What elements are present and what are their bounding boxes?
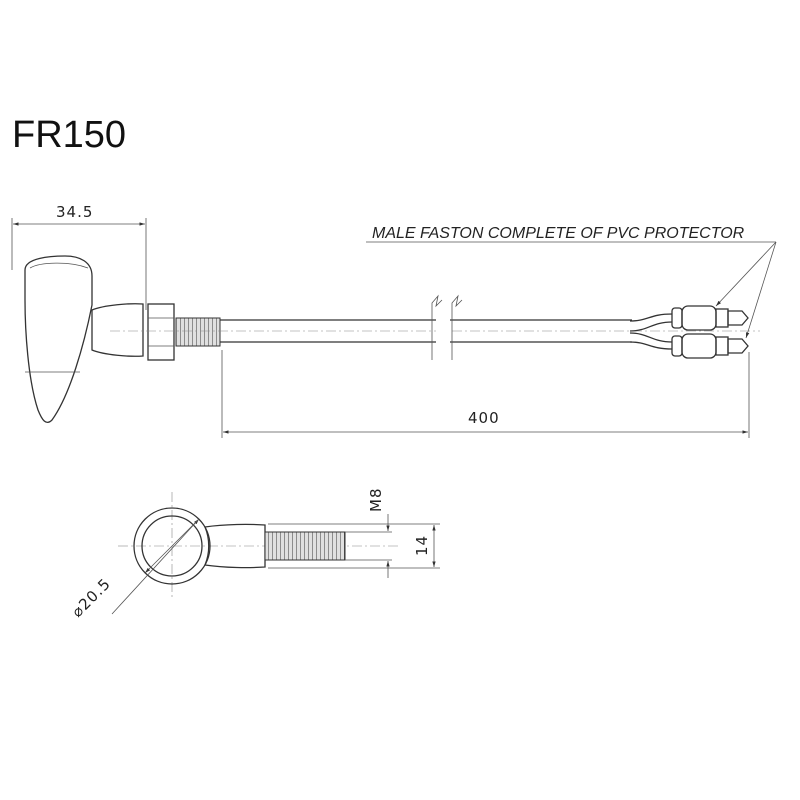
lamp-stem — [91, 303, 144, 357]
dim-thread-label: M8 — [367, 488, 385, 513]
dim-height-label: 14 — [413, 535, 431, 556]
wire-upper-b — [629, 321, 673, 332]
wire-lower — [629, 332, 673, 343]
lamp-thread — [175, 317, 221, 347]
dim-length-label: 400 — [468, 409, 500, 427]
cable-break-right — [451, 294, 463, 360]
lamp-body — [24, 255, 93, 424]
note-leader-1 — [715, 241, 777, 307]
faston-connector-lower — [671, 333, 749, 359]
note-leader-2 — [745, 241, 777, 339]
faston-connector-upper — [671, 305, 749, 331]
lamp-ring-outer — [133, 507, 211, 585]
dim-line-diameter-b — [144, 518, 200, 574]
lamp-lens-edge — [29, 262, 89, 269]
faston-note: MALE FASTON COMPLETE OF PVC PROTECTOR — [372, 225, 745, 242]
dim-line-diameter — [111, 518, 200, 615]
side-thread — [264, 531, 346, 561]
dim-width-label: 34.5 — [56, 203, 93, 221]
wire-upper — [629, 313, 673, 322]
lamp-ring-inner — [141, 515, 203, 577]
cable-break-gap — [436, 300, 450, 360]
dim-diameter-label: ⌀20.5 — [68, 575, 114, 621]
lamp-nut — [147, 303, 175, 361]
page-title: FR150 — [12, 114, 126, 156]
top-view: 34.5 — [11, 203, 777, 438]
wire-lower-b — [629, 341, 673, 350]
cable-break-left — [431, 294, 443, 360]
side-view: M8 14 ⌀20.5 — [68, 488, 440, 621]
side-stem — [204, 523, 266, 569]
